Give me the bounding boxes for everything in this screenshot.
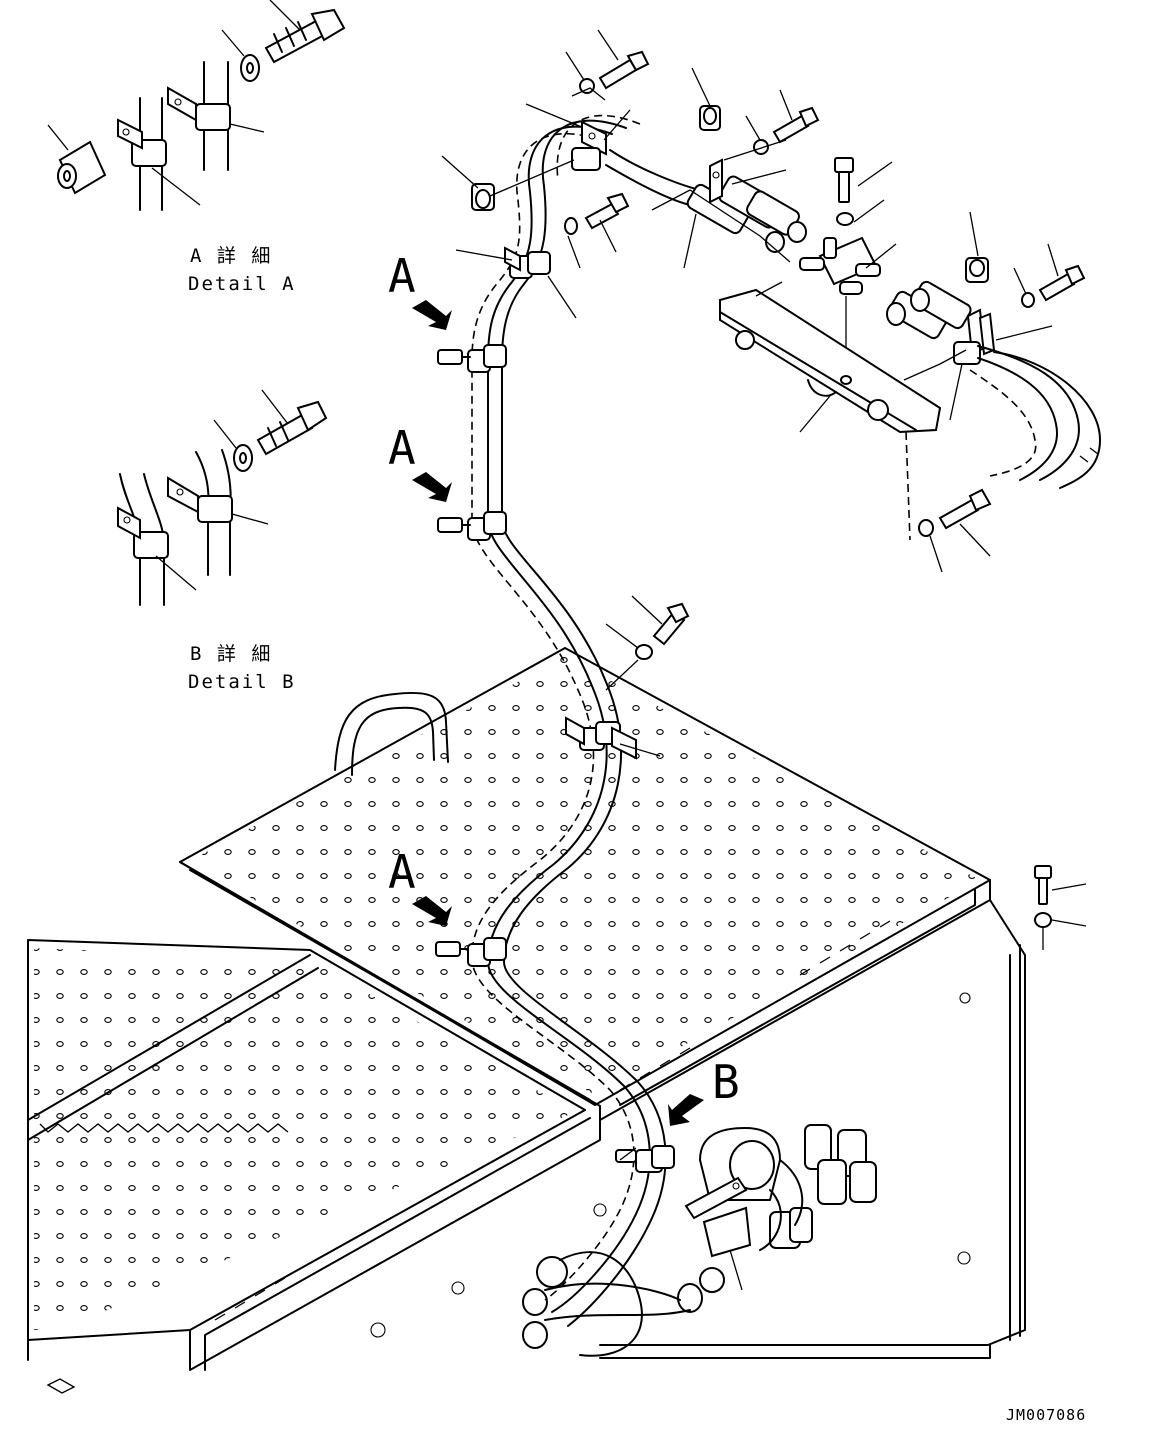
- mounting-bracket: [719, 288, 942, 434]
- top-spacer-icon: [471, 183, 495, 211]
- fitting-cluster-left: [605, 105, 807, 253]
- stud-a3: [435, 941, 469, 957]
- callout-a-middle: A: [388, 421, 452, 502]
- detail-b-bolt-icon: [256, 400, 328, 456]
- top-washer-icon: [579, 78, 595, 94]
- tee-bolt-icon: [834, 157, 854, 203]
- callout-a-upper: A: [388, 249, 452, 330]
- fitting-mid-bolt-icon: [772, 106, 820, 144]
- detail-a-hoses: [139, 61, 229, 211]
- deck-platform: [27, 647, 1026, 1394]
- stud-a1: [437, 349, 471, 365]
- clamp-front: [635, 1145, 675, 1173]
- mid-washer-icon: [564, 217, 578, 235]
- stud-a2: [437, 517, 471, 533]
- detail-a-clamp-icon: [117, 86, 231, 167]
- callout-a-lower: A: [388, 845, 452, 926]
- clamp-middle: [467, 511, 507, 541]
- callout-b-letter: B: [712, 1055, 740, 1109]
- detail-a-label-jp: A 詳 細: [190, 245, 272, 267]
- callout-a-middle-arrow: [412, 472, 452, 502]
- frame-bolt-icon: [1034, 865, 1052, 905]
- detail-a-view: A 詳 細 Detail A: [47, 0, 346, 295]
- detail-b-view: B 詳 細 Detail B: [117, 389, 328, 693]
- deck-washer-icon: [635, 644, 653, 660]
- callout-b-arrow: [668, 1094, 704, 1126]
- clamp-top: [504, 246, 551, 279]
- right-bolt-icon: [1038, 264, 1086, 302]
- detail-b-label-en: Detail B: [188, 671, 296, 693]
- tee-fitting-icon: [799, 236, 881, 295]
- callout-a-lower-letter: A: [388, 845, 416, 899]
- fitting-cluster-right: [886, 280, 1101, 489]
- left-floor-plate: [27, 939, 586, 1341]
- deck-bolt-icon: [652, 602, 690, 646]
- detail-a-bolt-icon: [264, 8, 346, 64]
- detail-b-label-jp: B 詳 細: [190, 643, 272, 665]
- clamp-lower: [467, 937, 507, 967]
- detail-a-washer-icon: [240, 54, 260, 82]
- right-washer-icon: [1021, 292, 1035, 308]
- drawing-code: JM007086: [1006, 1406, 1086, 1424]
- valve-assembly: [522, 1124, 877, 1357]
- detail-b-washer-icon: [233, 444, 253, 472]
- mid-bolt-icon: [584, 192, 630, 230]
- clamp-upper: [467, 344, 507, 373]
- main-hose-route: [435, 114, 752, 1327]
- deck-handle: [334, 691, 449, 771]
- bracket-bolt-icon: [938, 488, 992, 530]
- detail-b-clamp-icon: [117, 476, 233, 559]
- callout-a-upper-letter: A: [388, 249, 416, 303]
- frame-box: [599, 899, 1026, 1346]
- frame-washer-icon: [1034, 912, 1052, 928]
- hinge-strip: [27, 954, 311, 1121]
- callout-a-lower-arrow: [412, 896, 452, 926]
- callout-b: B: [668, 1055, 740, 1126]
- callout-a-middle-letter: A: [388, 421, 416, 475]
- callout-a-upper-arrow: [412, 300, 452, 330]
- detail-a-spacer-icon: [57, 140, 107, 195]
- top-bolt-icon: [598, 50, 650, 90]
- detail-a-label-en: Detail A: [188, 273, 296, 295]
- manifold-assembly: [441, 29, 1101, 573]
- right-spacer-icon: [965, 257, 989, 283]
